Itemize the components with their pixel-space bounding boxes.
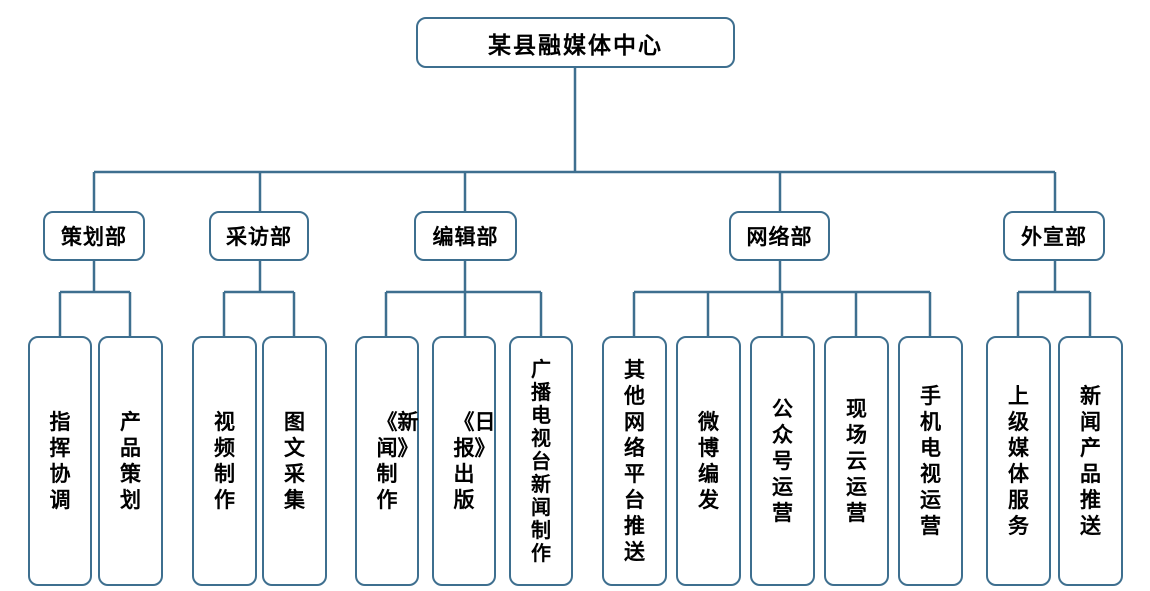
dept-label: 策划部 xyxy=(61,225,127,249)
task-node: 手机电视运营 xyxy=(898,336,963,586)
task-node: 上级媒体服务 xyxy=(986,336,1051,586)
task-node: 微博编发 xyxy=(676,336,741,586)
dept-node-cehua: 策划部 xyxy=(43,211,145,261)
task-node: 其他网络平台推送 xyxy=(602,336,667,586)
task-label: 视频制作 xyxy=(214,410,235,512)
dept-label: 采访部 xyxy=(226,225,292,249)
task-node: 《新闻》制作 xyxy=(355,336,419,586)
dept-node-bianji: 编辑部 xyxy=(414,211,517,261)
task-node: 广播电视台新闻制作 xyxy=(509,336,573,586)
task-node: 产品策划 xyxy=(98,336,163,586)
task-label: 其他网络平台推送 xyxy=(624,358,645,564)
task-label: 指挥协调 xyxy=(49,410,71,512)
task-label: 《日报》出版 xyxy=(453,410,496,512)
dept-node-waixuan: 外宣部 xyxy=(1003,211,1105,261)
task-node: 指挥协调 xyxy=(28,336,92,586)
task-node: 视频制作 xyxy=(192,336,257,586)
root-node: 某县融媒体中心 xyxy=(416,17,735,68)
task-label: 广播电视台新闻制作 xyxy=(531,356,551,565)
dept-label: 网络部 xyxy=(746,225,813,249)
task-label: 手机电视运营 xyxy=(920,384,941,538)
dept-node-wangluo: 网络部 xyxy=(729,211,830,261)
task-node: 现场云运营 xyxy=(824,336,889,586)
task-label: 《新闻》制作 xyxy=(376,410,419,512)
task-label: 现场云运营 xyxy=(846,397,867,525)
task-label: 公众号运营 xyxy=(772,397,793,525)
task-label: 图文采集 xyxy=(284,410,305,512)
dept-node-caifang: 采访部 xyxy=(209,211,309,261)
task-label: 微博编发 xyxy=(698,410,719,512)
dept-label: 编辑部 xyxy=(432,225,499,249)
root-label: 某县融媒体中心 xyxy=(488,32,663,59)
task-label: 上级媒体服务 xyxy=(1008,384,1029,538)
task-label: 新闻产品推送 xyxy=(1080,384,1101,538)
task-label: 产品策划 xyxy=(120,410,141,512)
task-node: 新闻产品推送 xyxy=(1058,336,1123,586)
task-node: 《日报》出版 xyxy=(432,336,496,586)
task-node: 图文采集 xyxy=(262,336,327,586)
task-node: 公众号运营 xyxy=(750,336,815,586)
dept-label: 外宣部 xyxy=(1021,225,1087,249)
